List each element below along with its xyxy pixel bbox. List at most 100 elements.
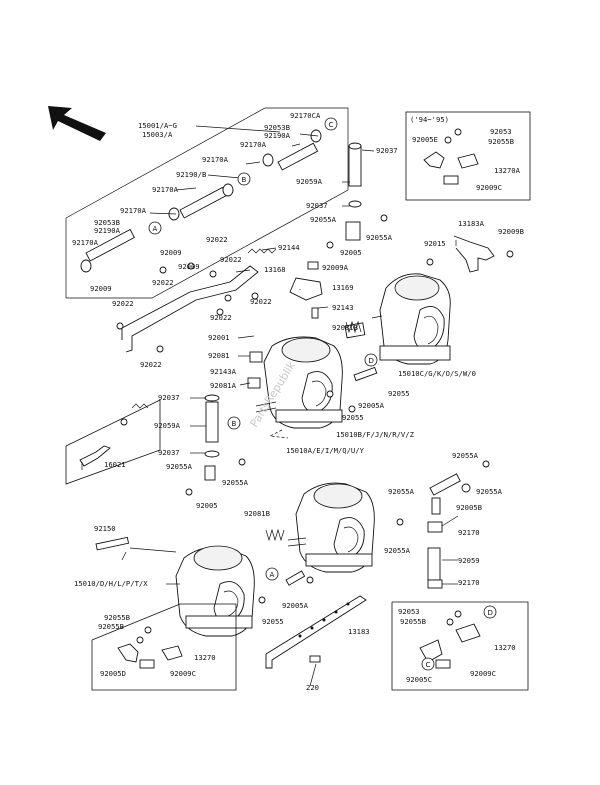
label-92170a-top: 92170A [202,155,229,164]
label-92190b: 92190/B [176,170,206,179]
label-92170a-mid: 92170A [152,185,179,194]
label-92190a-r: 92190A [264,131,291,140]
callout-b-top: B [237,172,251,186]
label-92081a: 92081A [210,381,237,390]
label-92081b-2: 92081B [244,509,270,518]
label-92005-l: 92005 [196,501,218,510]
bracket-13183 [258,570,367,669]
label-92015: 92015 [424,239,446,248]
group-box-bottom-left [91,603,237,691]
group-box-bottom-right [391,601,529,691]
label-92009-1: 92009 [160,248,182,257]
carburetor-lower-left [95,536,255,637]
label-92022-2: 92022 [220,255,242,264]
spring-92081b-lower [265,528,285,542]
label-92081: 92081 [208,351,230,360]
label-15010a: 15010A/E/I/M/Q/U/Y [286,446,365,455]
vent-tube-left [185,394,246,496]
label-13169: 13169 [332,283,354,292]
direction-arrow-icon [48,106,106,141]
label-92005-top: 92005 [340,248,362,257]
label-92059a-top: 92059A [296,177,323,186]
label-92150: 92150 [94,524,116,533]
callout-b-mid: B [227,416,241,430]
label-13183a: 13183A [458,219,485,228]
label-92055b-top: 92055B [488,137,514,146]
label-92059a-l: 92059A [154,421,181,430]
label-92059-r: 92059 [458,556,480,565]
label-92022-1: 92022 [206,235,228,244]
label-15003: 15003/A [142,130,173,139]
label-92005c: 92005C [406,675,432,684]
label-92037-l: 92037 [158,393,180,402]
label-92005b: 92005B [456,503,482,512]
label-92053: 92053 [490,127,512,136]
group-frame-top [65,107,349,299]
svg-text:A: A [270,571,275,579]
label-92009-3: 92009 [90,284,112,293]
label-92055b-br: 92055B [400,617,426,626]
needle-jets-middle [247,320,378,413]
label-92055a-1: 92055A [310,215,337,224]
svg-text:B: B [232,420,237,428]
label-92055a-r2: 92055A [476,487,503,496]
label-92053-br: 92053 [398,607,420,616]
label-92055-r2: 92055 [342,413,364,422]
carburetor-middle [255,336,343,439]
svg-text:D: D [369,357,374,365]
label-92009c-bl: 92009C [170,669,196,678]
label-92055a-l2: 92055A [222,478,249,487]
label-92009c-br: 92009C [470,669,496,678]
leader-lines [81,125,459,687]
label-13168: 13168 [264,265,286,274]
label-92170ca: 92170CA [290,111,321,120]
label-92022-4: 92022 [152,278,174,287]
label-92009-2: 92009 [178,262,200,271]
label-92037-top: 92037 [376,146,398,155]
label-92170a-rr: 92170A [240,140,267,149]
part-labels: 15001/A~G 15003/A 92170CA 92053B 92190A … [72,111,524,692]
label-92190a-l: 92190A [94,226,121,235]
label-92143: 92143 [332,303,354,312]
callout-d-low: D [483,605,497,619]
label-92005d: 92005D [100,669,126,678]
label-92170a-l: 92170A [72,238,99,247]
label-92009b: 92009B [498,227,524,236]
callout-c-top: C [324,117,338,131]
label-92055a-r3: 92055A [388,487,415,496]
label-15010d: 15010/D/H/L/P/T/X [74,579,148,588]
label-92022-5: 92022 [250,297,272,306]
svg-text:C: C [426,661,431,669]
label-92022-3: 92022 [112,299,134,308]
label-92081b-1: 92081B [332,323,358,332]
carburetor-lower-right [287,482,375,573]
label-92005e: 92005E [412,135,438,144]
sensor-group-16021 [65,399,161,485]
label-92053b: 92053B [94,218,120,227]
svg-text:A: A [153,225,158,233]
bracket-13183a [426,235,514,273]
small-fittings-top [289,142,388,319]
callout-c-low: C [421,657,435,671]
group-box-94-95 [405,111,531,201]
label-15001: 15001/A~G [138,121,177,130]
label-15010b: 15010B/F/J/N/R/V/Z [336,430,415,439]
spring-92144 [247,248,277,254]
label-92055b-bl1: 92055B [104,613,130,622]
label-92037-mid: 92037 [306,201,328,210]
label-92170a-left: 92170A [120,206,147,215]
label-92144: 92144 [278,243,300,252]
label-92022-7: 92022 [140,360,162,369]
label-16021: 16021 [104,460,126,469]
label-13183: 13183 [348,627,370,636]
label-92170-r2: 92170 [458,578,480,587]
linkage-tubes [80,129,322,273]
label-92055a-2: 92055A [366,233,393,242]
label-220: 220 [306,683,319,692]
callout-a-top: A [148,221,162,235]
svg-text:C: C [329,121,334,129]
linkage-bracket [116,262,259,353]
carburetor-right-upper [371,273,451,365]
label-92053b-r: 92053B [264,123,290,132]
